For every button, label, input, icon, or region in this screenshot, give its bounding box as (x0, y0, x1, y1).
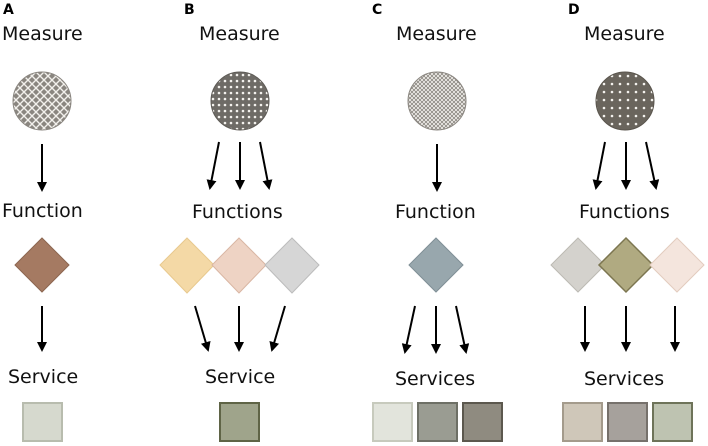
panel-b-measure-arrow-right (259, 141, 273, 190)
panel-d-function-diamond-2 (597, 236, 655, 294)
panel-a-service-label: Service (8, 366, 79, 388)
panel-b-measure-arrow-left (206, 141, 220, 190)
panel-c-service-square-1 (372, 402, 413, 442)
panel-d-service-label: Services (584, 368, 665, 390)
panel-b-service-square (219, 402, 260, 442)
panel-d-service-square-3 (652, 402, 693, 442)
panel-a-function-diamond (14, 237, 70, 293)
panel-c-function-label: Function (395, 201, 476, 223)
panel-b-function-diamond-3 (264, 237, 320, 294)
panel-b-function-arrow-right (269, 305, 286, 352)
panel-b-service-label: Service (205, 366, 276, 388)
panel-c-service-label: Services (395, 368, 476, 390)
panel-d-measure-arrow-right (645, 141, 660, 190)
panel-d-service-square-2 (607, 402, 648, 442)
panel-d-function-diamond-3 (649, 237, 705, 293)
panel-a-measure-circle (12, 71, 72, 131)
panel-b-function-arrow-left (194, 305, 211, 352)
panel-b-function-diamond-2 (211, 237, 267, 294)
panel-b-letter: B (184, 2, 195, 18)
panel-b-function-diamond-1 (159, 237, 215, 294)
panel-d-function-label: Functions (579, 201, 670, 223)
panel-c-service-square-3 (462, 402, 503, 442)
panel-a-measure-label: Measure (2, 23, 83, 45)
panel-c-measure-circle (407, 71, 467, 131)
panel-a-function-label: Function (2, 200, 83, 222)
panel-c-letter: C (372, 2, 383, 18)
panel-c-measure-label: Measure (396, 23, 477, 45)
panel-d-letter: D (568, 2, 580, 18)
panel-c-service-square-2 (417, 402, 458, 442)
panel-a-letter: A (3, 2, 14, 18)
panel-c-function-arrow-left (401, 305, 416, 354)
panel-d-function-diamond-1 (550, 237, 606, 293)
panel-d-measure-circle (595, 71, 655, 131)
panel-a-service-square (22, 402, 63, 442)
panel-c-function-diamond (408, 237, 464, 293)
panel-b-measure-label: Measure (199, 23, 280, 45)
panel-b-function-label: Functions (192, 201, 283, 223)
panel-c-function-arrow-right (455, 305, 470, 354)
panel-d-measure-arrow-left (592, 141, 606, 190)
panel-b-measure-circle (210, 71, 270, 131)
panel-d-measure-label: Measure (584, 23, 665, 45)
panel-d-service-square-1 (562, 402, 603, 442)
